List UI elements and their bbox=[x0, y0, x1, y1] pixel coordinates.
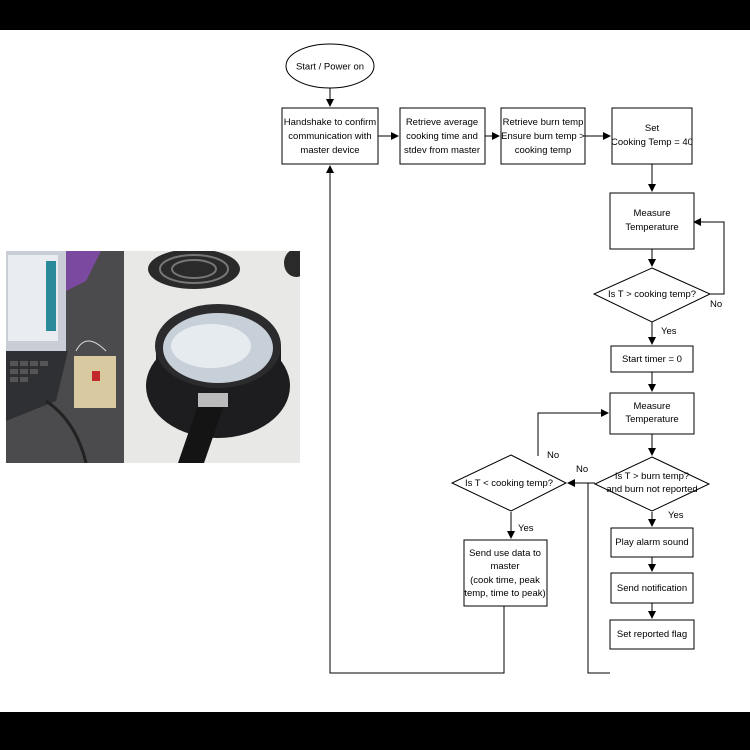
line-flag-return bbox=[587, 483, 610, 674]
svg-text:Measure: Measure bbox=[634, 401, 671, 412]
node-set-reported-flag: Set reported flag bbox=[609, 619, 695, 650]
svg-text:Is T > cooking temp?: Is T > cooking temp? bbox=[608, 289, 696, 300]
node-measure-temperature-1: Measure Temperature bbox=[609, 192, 695, 250]
svg-text:Retrieve average: Retrieve average bbox=[406, 117, 478, 128]
node-decision-above-cooking: Is T > cooking temp? bbox=[592, 267, 712, 323]
arrow-dec1-no-loop bbox=[693, 218, 725, 295]
cable bbox=[45, 399, 88, 464]
svg-text:cooking time and: cooking time and bbox=[406, 131, 478, 142]
device-photo bbox=[6, 249, 308, 464]
node-send-use-data: Send use data to master (cook time, peak… bbox=[463, 539, 548, 607]
label-dec3-yes: Yes bbox=[518, 523, 534, 534]
node-start: Start / Power on bbox=[285, 43, 375, 89]
svg-text:Temperature: Temperature bbox=[625, 222, 678, 233]
svg-text:Set reported flag: Set reported flag bbox=[617, 629, 687, 640]
svg-text:Play alarm sound: Play alarm sound bbox=[615, 537, 688, 548]
node-play-alarm: Play alarm sound bbox=[610, 527, 694, 558]
svg-text:and burn not reported: and burn not reported bbox=[606, 484, 697, 495]
breadboard bbox=[74, 356, 116, 408]
node-decision-above-burn: Is T > burn temp? and burn not reported bbox=[593, 456, 711, 512]
node-decision-below-cooking: Is T < cooking temp? bbox=[450, 454, 568, 512]
svg-text:Retrieve burn temp: Retrieve burn temp bbox=[503, 117, 584, 128]
svg-text:communication with: communication with bbox=[288, 131, 371, 142]
node-start-timer: Start timer = 0 bbox=[610, 345, 694, 373]
svg-text:Handshake to confirm: Handshake to confirm bbox=[284, 117, 376, 128]
svg-text:cooking temp: cooking temp bbox=[515, 145, 572, 156]
label-dec1-no: No bbox=[710, 299, 722, 310]
label-dec2-no: No bbox=[576, 464, 588, 475]
arrow-dec3-no-measure2 bbox=[537, 409, 609, 456]
svg-text:master: master bbox=[490, 561, 519, 572]
svg-text:master device: master device bbox=[300, 145, 359, 156]
svg-text:stdev from master: stdev from master bbox=[404, 145, 480, 156]
node-retrieve-average: Retrieve average cooking time and stdev … bbox=[399, 107, 486, 165]
node-handshake: Handshake to confirm communication with … bbox=[281, 107, 379, 165]
node-measure-temperature-2: Measure Temperature bbox=[609, 392, 695, 435]
label-dec3-no: No bbox=[547, 450, 559, 461]
arrow-send-handshake bbox=[326, 165, 505, 674]
svg-text:Measure: Measure bbox=[634, 208, 671, 219]
laptop-keyboard bbox=[6, 351, 68, 421]
svg-text:Start timer = 0: Start timer = 0 bbox=[622, 354, 682, 365]
svg-text:Send notification: Send notification bbox=[617, 583, 687, 594]
svg-text:Set: Set bbox=[645, 123, 660, 134]
svg-text:Send use data to: Send use data to bbox=[469, 548, 541, 559]
node-start-label: Start / Power on bbox=[296, 62, 364, 73]
svg-text:(cook time, peak: (cook time, peak bbox=[470, 575, 540, 586]
label-dec1-yes: Yes bbox=[661, 326, 677, 337]
node-send-notification: Send notification bbox=[610, 572, 694, 604]
photo-illustration bbox=[6, 249, 308, 464]
svg-text:temp, time to peak): temp, time to peak) bbox=[464, 588, 545, 599]
svg-text:Ensure burn temp >: Ensure burn temp > bbox=[501, 131, 585, 142]
svg-text:Temperature: Temperature bbox=[625, 414, 678, 425]
node-set-cooking-temp: Set Cooking Temp = 40 bbox=[611, 107, 693, 165]
label-dec2-yes: Yes bbox=[668, 510, 684, 521]
svg-text:Is T < cooking temp?: Is T < cooking temp? bbox=[465, 478, 553, 489]
node-retrieve-burn: Retrieve burn temp Ensure burn temp > co… bbox=[500, 107, 586, 165]
svg-text:Is T > burn temp?: Is T > burn temp? bbox=[615, 471, 689, 482]
purple-object bbox=[66, 251, 101, 291]
pot-handle bbox=[178, 396, 226, 463]
svg-text:Cooking Temp = 40: Cooking Temp = 40 bbox=[611, 137, 693, 148]
